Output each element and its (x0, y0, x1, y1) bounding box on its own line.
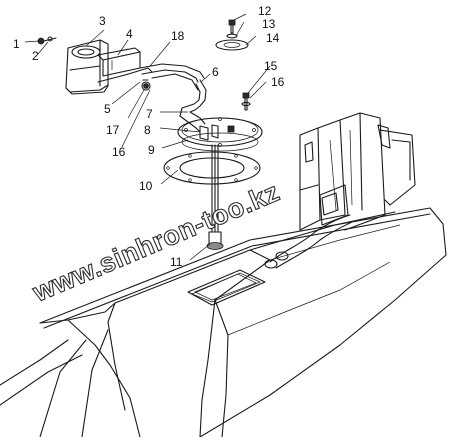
callout-13: 13 (262, 17, 276, 31)
vehicle-body (0, 207, 447, 437)
floor-plate (187, 269, 266, 306)
callout-3: 3 (99, 14, 106, 28)
callout-15: 15 (264, 59, 278, 73)
callout-14: 14 (266, 31, 280, 45)
callout-7: 7 (146, 107, 153, 121)
fuel-filter-housing (65, 39, 153, 95)
callout-10: 10 (139, 179, 153, 193)
fuel-line-18 (139, 63, 205, 91)
callout-11: 11 (170, 255, 183, 269)
callout-16-lower: 16 (112, 145, 126, 159)
mounting-bracket-4 (97, 47, 141, 77)
callout-1: 1 (13, 37, 20, 51)
sender-unit (177, 117, 263, 147)
bolt-15 (241, 92, 251, 111)
callout-9: 9 (148, 143, 155, 157)
mounting-frame (299, 112, 416, 231)
callout-6: 6 (212, 65, 219, 79)
callout-16: 16 (271, 75, 285, 89)
filler-cap-parts (215, 19, 249, 51)
level-sensor-tube (206, 144, 224, 250)
leader-lines (24, 13, 271, 261)
callout-5: 5 (104, 102, 111, 116)
callout-2: 2 (32, 49, 39, 63)
callout-labels: 1 2 3 4 5 6 7 8 9 10 11 12 13 14 15 16 1… (13, 4, 285, 269)
washers (141, 79, 151, 91)
callout-4: 4 (126, 27, 133, 41)
callout-12: 12 (258, 4, 272, 18)
callout-8: 8 (144, 123, 151, 137)
callout-18: 18 (171, 29, 185, 43)
callout-17: 17 (106, 123, 120, 137)
